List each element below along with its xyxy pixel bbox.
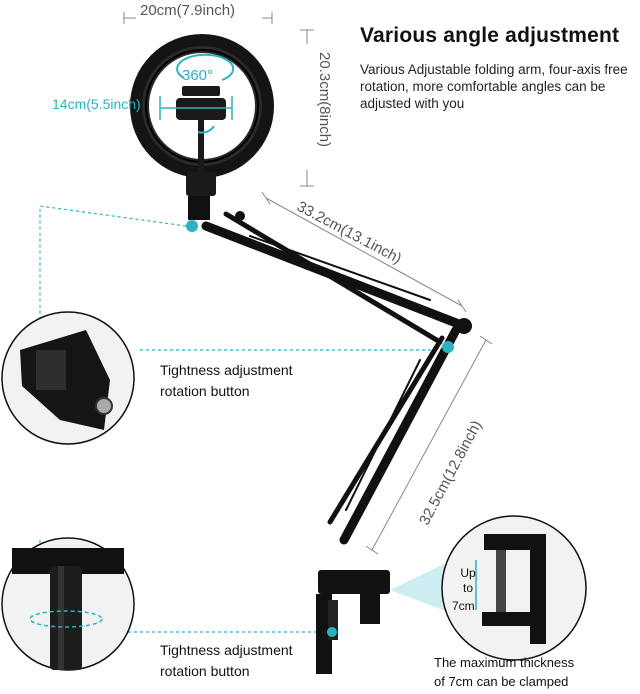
phone-holder-icon xyxy=(176,53,235,196)
rotation-label: 360° xyxy=(182,67,214,84)
desk-clamp-icon xyxy=(316,570,390,674)
clamp-capacity-value: 7cm xyxy=(452,599,475,613)
clamp-caption: The maximum thickness of 7cm can be clam… xyxy=(434,655,575,689)
clamp-zoom-circle xyxy=(441,515,587,661)
phone-holder-width-label: 14cm(5.5inch) xyxy=(52,96,141,112)
page-title: Various angle adjustment xyxy=(360,24,620,47)
ring-height-label: 20.3cm(8inch) xyxy=(316,52,333,148)
lower-arm-dimension xyxy=(365,335,493,555)
ring-height-dimension xyxy=(300,29,314,187)
top-knob-icon xyxy=(186,196,210,232)
knob-zoom-circle xyxy=(1,311,135,445)
folding-arm-icon xyxy=(201,211,472,545)
clamp-capacity-label: Up to xyxy=(460,566,476,595)
upper-arm-dimension xyxy=(261,191,467,313)
top-knob-callout: Tightness adjustment rotation button xyxy=(160,362,293,399)
feature-description: Various Adjustable folding arm, four-axi… xyxy=(360,62,628,111)
clamp-highlight-beam xyxy=(390,562,448,612)
bottom-knob-callout: Tightness adjustment rotation button xyxy=(160,642,293,679)
pole-knob-zoom-circle xyxy=(1,537,135,671)
phone-holder-dimension xyxy=(159,96,233,120)
ring-width-dimension xyxy=(123,12,273,24)
ring-width-label: 20cm(7.9inch) xyxy=(140,2,236,19)
